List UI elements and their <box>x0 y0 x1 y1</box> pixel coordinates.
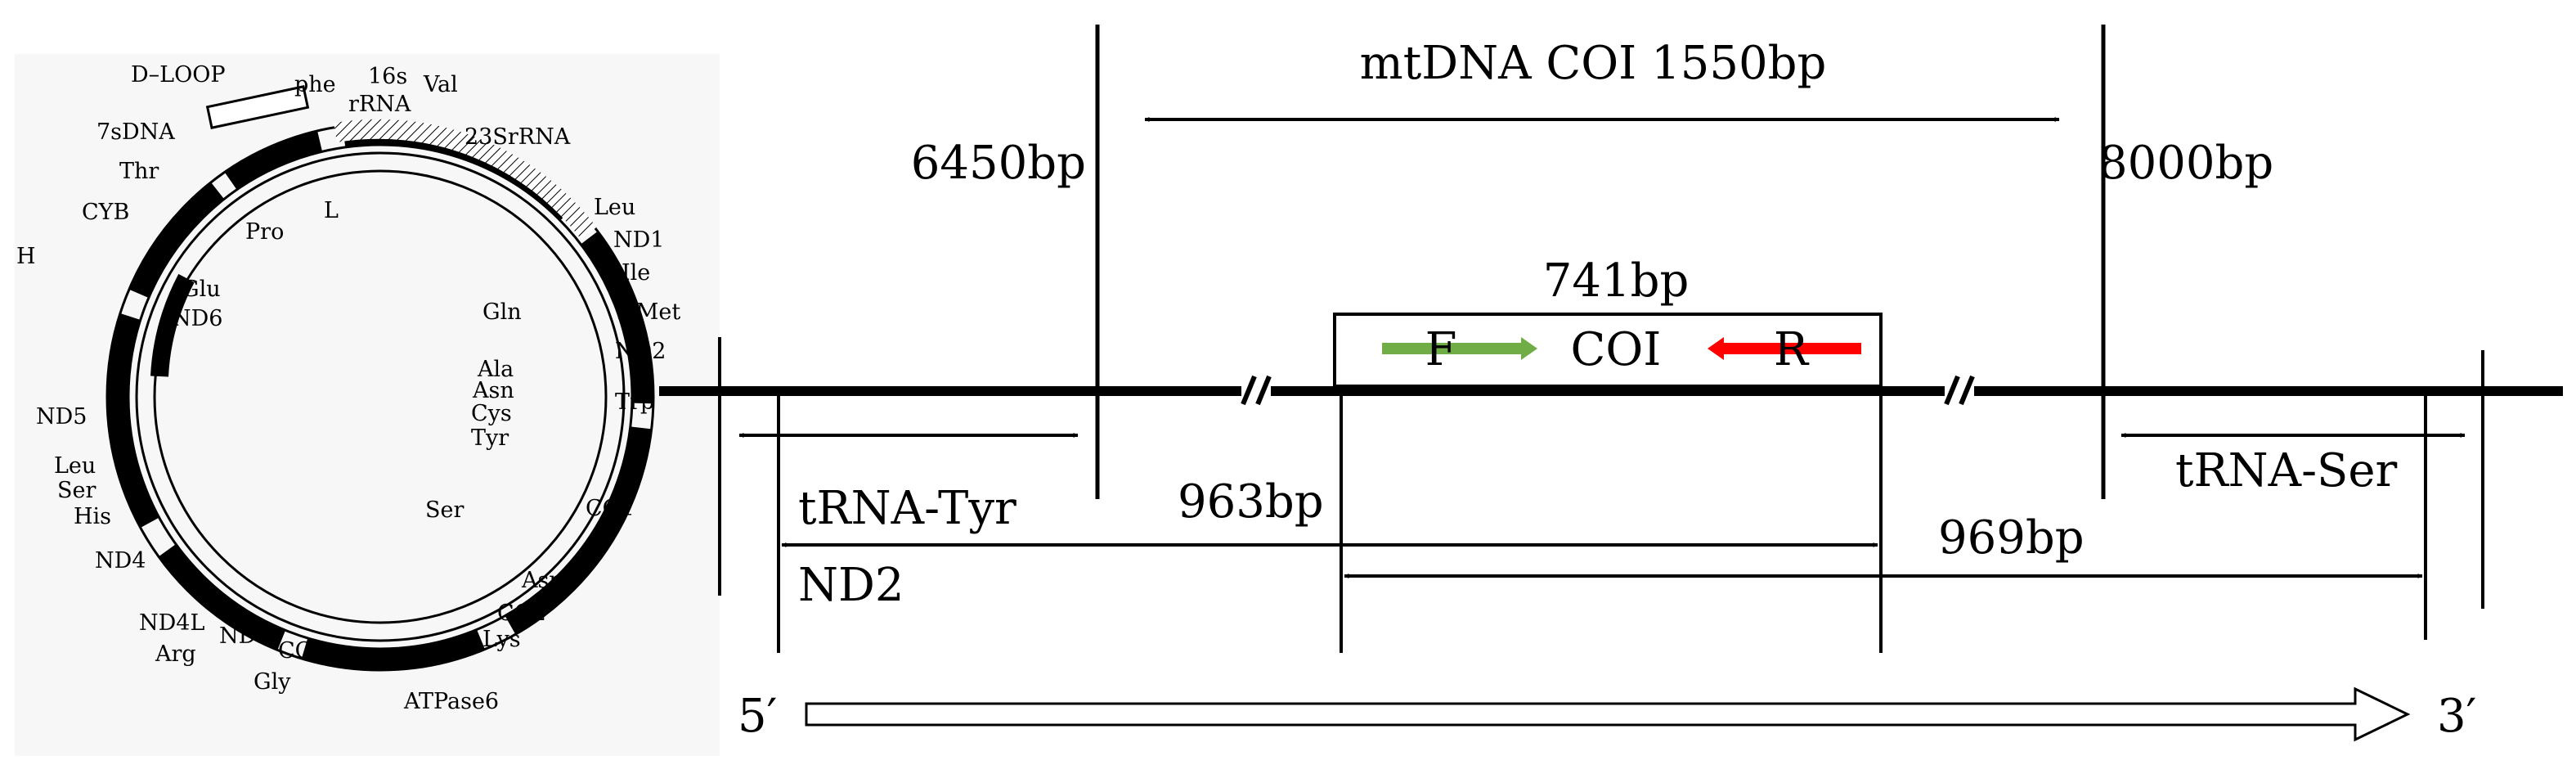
label-pro: Pro <box>245 219 284 245</box>
five-prime-label: 5′ <box>738 690 777 743</box>
label-lys: Lys <box>482 627 521 652</box>
trna-tyr-label: tRNA-Tyr <box>798 482 1016 535</box>
label-ser-inner: Ser <box>425 497 464 523</box>
forward-primer-label: F <box>1425 323 1457 376</box>
break-mark-left <box>1241 375 1272 406</box>
label-arg: Arg <box>155 641 196 667</box>
label-nd1: ND1 <box>613 227 664 253</box>
label-co3: CO3 <box>278 638 327 664</box>
label-cyb: CYB <box>82 200 129 225</box>
linear-coi-map: mtDNA COI 1550bp 6450bp 8000bp 741bp F C… <box>659 25 2563 743</box>
label-nd2-circle: ND2 <box>615 339 666 364</box>
label-nd4: ND4 <box>95 548 146 574</box>
position-8000-label: 8000bp <box>2098 137 2273 190</box>
heavy-strand-gene-blocks <box>108 124 653 669</box>
label-cys: Cys <box>471 401 512 426</box>
label-h: H <box>16 244 36 269</box>
d-loop-box <box>205 85 310 129</box>
label-rrna: rRNA <box>348 92 411 117</box>
rrna-segment <box>334 119 597 240</box>
label-tyr: Tyr <box>471 425 509 451</box>
label-ser-left: Ser <box>57 478 96 503</box>
position-6450-label: 6450bp <box>911 137 1086 190</box>
label-co1-circle: CO1 <box>586 496 635 521</box>
label-asp: Asp <box>521 568 563 593</box>
span-963-label: 963bp <box>1178 475 1324 529</box>
label-phe: phe <box>294 72 336 97</box>
label-met: 1 Met <box>615 299 680 325</box>
label-thr: Thr <box>119 159 159 184</box>
label-7sdna: 7sDNA <box>96 119 175 145</box>
three-prime-label: 3′ <box>2437 690 2476 743</box>
nd6-block <box>150 273 195 377</box>
title-label: mtDNA COI 1550bp <box>1360 37 1827 90</box>
label-d-loop: D–LOOP <box>131 62 226 88</box>
label-glu: Glu <box>182 277 221 302</box>
label-leu-right: Leu <box>594 195 635 220</box>
inner-ring-edge <box>135 151 626 642</box>
label-nd5: ND5 <box>36 404 87 430</box>
label-co2: CO2 <box>497 601 546 626</box>
reverse-primer-label: R <box>1774 323 1810 376</box>
forward-primer-head <box>1521 337 1537 360</box>
inner-gene-labels: L Pro Glu ND6 Gln Ala Asn Cys Tyr Ser <box>172 198 522 523</box>
label-gln: Gln <box>482 299 522 325</box>
label-leu-left: Leu <box>54 453 96 479</box>
label-nd4l: ND4L <box>139 610 204 636</box>
label-atpase8: ATPase8 <box>334 645 430 670</box>
label-nd3: ND3 <box>219 623 270 649</box>
label-asn: Asn <box>472 378 514 403</box>
label-gly: Gly <box>254 669 291 695</box>
label-ala: Ala <box>477 357 514 382</box>
label-atpase6: ATPase6 <box>403 689 499 714</box>
reverse-primer-head <box>1708 337 1724 360</box>
span-969-label: 969bp <box>1938 511 2085 565</box>
direction-arrow <box>805 686 2411 742</box>
label-his: His <box>74 504 111 529</box>
label-l: L <box>324 198 339 223</box>
circular-mtdna-map: D–LOOP phe 16s rRNA Val 23SrRNA 7sDNA Th… <box>15 54 720 756</box>
nd2-label: ND2 <box>798 559 904 612</box>
amplicon-size-label: 741bp <box>1543 254 1690 308</box>
label-23srrna: 23SrRNA <box>464 124 571 150</box>
break-mark-right <box>1944 375 1975 406</box>
outer-ring-inner-edge <box>127 143 634 650</box>
trna-ser-label: tRNA-Ser <box>2175 444 2398 497</box>
label-val: Val <box>423 72 458 97</box>
label-trp: Trp <box>615 389 654 415</box>
outer-gene-labels: D–LOOP phe 16s rRNA Val 23SrRNA 7sDNA Th… <box>16 62 680 714</box>
label-ile: Ile <box>622 260 650 286</box>
gene-label: COI <box>1571 323 1662 376</box>
inner-ring-inner-edge <box>153 169 608 624</box>
label-16s: 16s <box>368 64 407 89</box>
label-nd6: ND6 <box>172 306 222 331</box>
